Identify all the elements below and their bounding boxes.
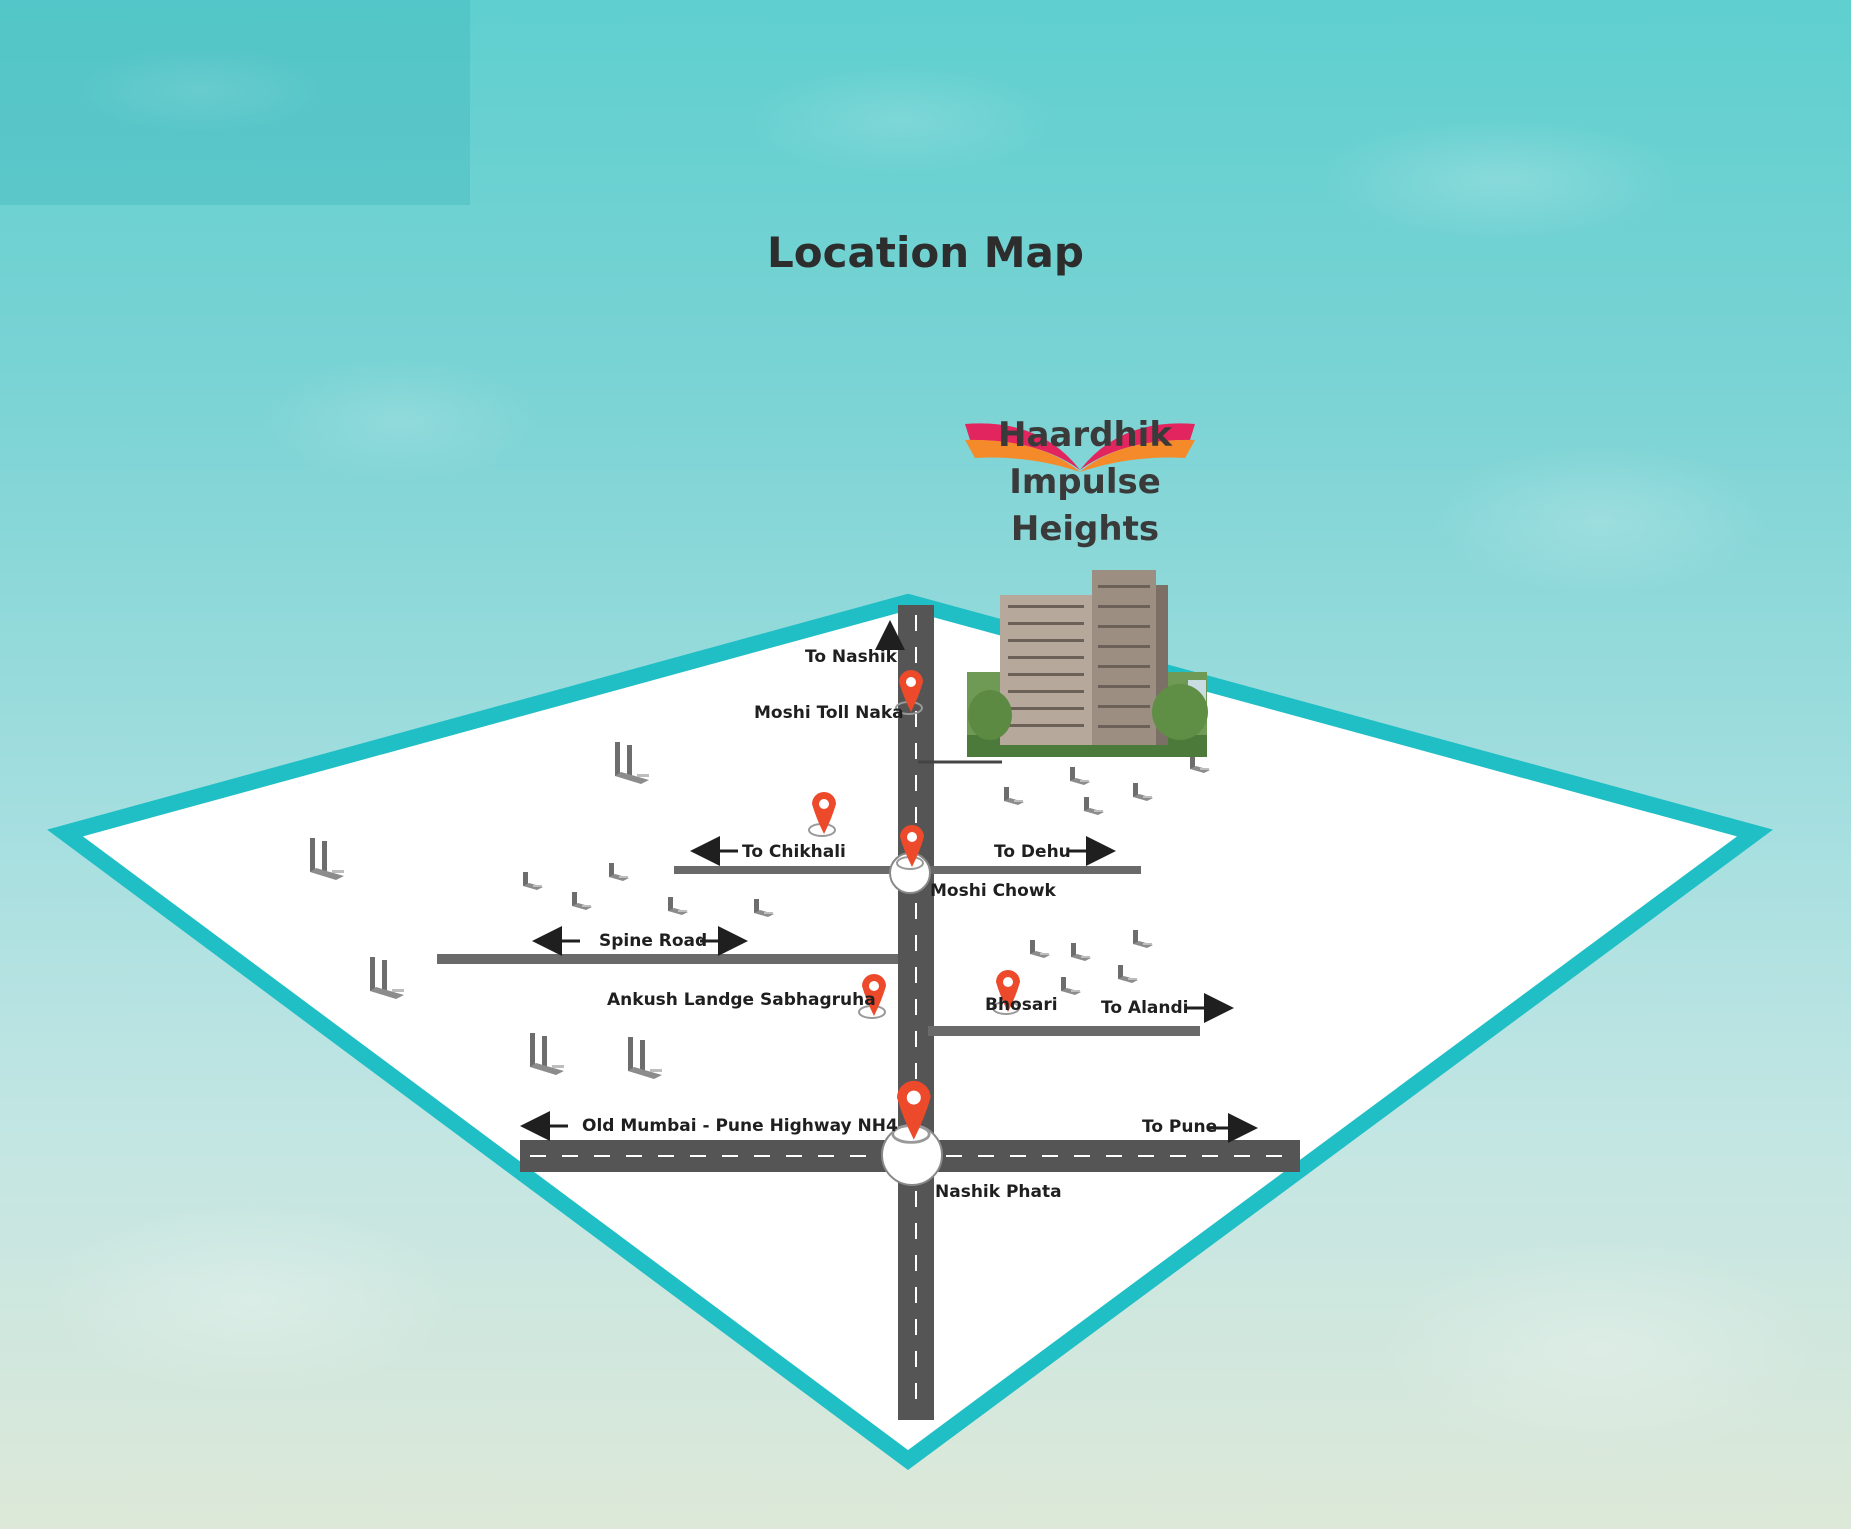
alandi-road-line xyxy=(928,1026,1200,1036)
label-moshi-toll-naka: Moshi Toll Naka xyxy=(754,703,904,723)
label-to-chikhali: To Chikhali xyxy=(742,842,846,862)
project-name-line1: Haardhik Impulse xyxy=(998,415,1172,502)
label-to-dehu: To Dehu xyxy=(994,842,1071,862)
background-band xyxy=(0,0,470,205)
label-to-alandi: To Alandi xyxy=(1101,998,1189,1018)
label-to-nashik: To Nashik xyxy=(805,647,898,667)
label-moshi-chowk: Moshi Chowk xyxy=(930,881,1057,901)
logo-wings-icon xyxy=(965,423,1195,472)
building-photo-icon xyxy=(967,570,1208,757)
project-name: Haardhik Impulse Heights xyxy=(930,412,1240,553)
label-to-pune: To Pune xyxy=(1142,1117,1217,1137)
spine-road-line xyxy=(437,954,898,964)
label-nashik-phata: Nashik Phata xyxy=(935,1182,1062,1202)
label-spine-road: Spine Road xyxy=(599,931,707,951)
project-name-line2: Heights xyxy=(1010,509,1160,549)
label-ankush-landge: Ankush Landge Sabhagruha xyxy=(607,990,876,1010)
label-bhosari: Bhosari xyxy=(985,995,1058,1015)
label-old-mumbai-pune-highway: Old Mumbai - Pune Highway NH4 xyxy=(582,1116,898,1136)
page-title: Location Map xyxy=(767,228,1084,277)
